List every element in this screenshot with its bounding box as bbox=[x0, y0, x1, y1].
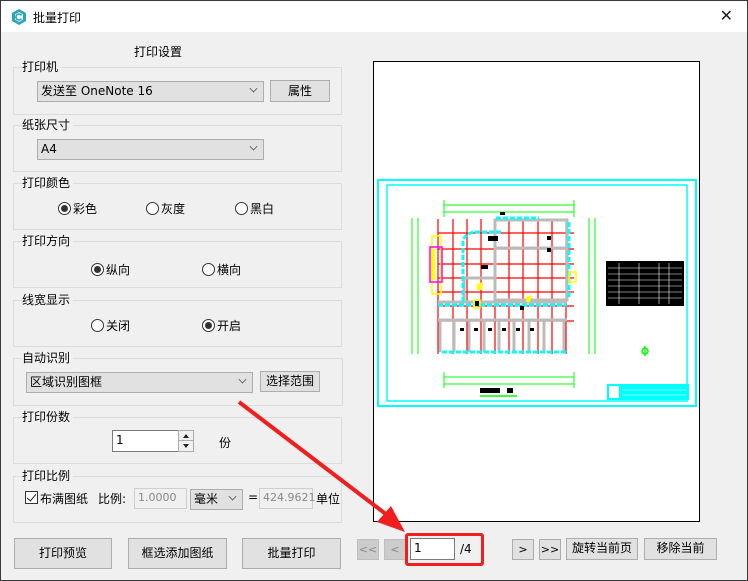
radio-selected-icon bbox=[58, 202, 71, 215]
copies-unit: 份 bbox=[219, 436, 232, 450]
copies-legend: 打印份数 bbox=[22, 409, 74, 425]
copies-group: 打印份数 bbox=[13, 409, 342, 464]
paper-size-legend: 纸张尺寸 bbox=[22, 117, 74, 133]
printer-legend: 打印机 bbox=[22, 59, 62, 75]
printer-properties-button[interactable]: 属性 bbox=[270, 80, 330, 102]
ratio-input[interactable]: 1.0000 bbox=[134, 488, 187, 509]
annotation-arrow-icon bbox=[237, 400, 405, 532]
auto-detect-select[interactable]: 区域识别图框 bbox=[26, 372, 253, 393]
page-total: /4 bbox=[460, 542, 472, 556]
scale-legend: 打印比例 bbox=[22, 468, 74, 484]
chevron-down-icon bbox=[238, 375, 247, 384]
radio-selected-icon bbox=[202, 319, 215, 332]
fit-paper-checkbox[interactable] bbox=[25, 491, 38, 504]
units-label: 单位 bbox=[316, 492, 341, 506]
batch-print-button[interactable]: 批量打印 bbox=[242, 538, 341, 569]
line-width-group: 线宽显示 bbox=[13, 292, 342, 347]
paper-size-selected-value: A4 bbox=[41, 142, 57, 156]
auto-detect-selected-value: 区域识别图框 bbox=[30, 375, 103, 389]
print-color-legend: 打印颜色 bbox=[22, 175, 74, 191]
rotate-current-page-button[interactable]: 旋转当前页 bbox=[566, 538, 638, 560]
radio-black-white-label: 黑白 bbox=[250, 202, 275, 216]
radio-selected-icon bbox=[91, 263, 104, 276]
equals-sign: = bbox=[248, 490, 259, 504]
print-settings-heading: 打印设置 bbox=[134, 45, 183, 59]
prev-page-button[interactable]: < bbox=[384, 539, 406, 560]
radio-portrait[interactable]: 纵向 bbox=[91, 261, 130, 278]
orientation-group: 打印方向 bbox=[13, 233, 342, 288]
paper-size-select[interactable]: A4 bbox=[37, 139, 264, 160]
next-page-button[interactable]: > bbox=[512, 539, 534, 560]
arrow-up-icon bbox=[183, 434, 189, 438]
ratio-label: 比例: bbox=[98, 492, 127, 506]
orientation-legend: 打印方向 bbox=[22, 233, 74, 249]
auto-detect-legend: 自动识别 bbox=[22, 350, 74, 366]
radio-unselected-icon bbox=[235, 202, 248, 215]
radio-color[interactable]: 彩色 bbox=[58, 200, 97, 217]
window-title: 批量打印 bbox=[33, 11, 82, 25]
radio-line-width-on-label: 开启 bbox=[217, 319, 242, 333]
chevron-down-icon bbox=[249, 142, 258, 151]
paper-size-group: 纸张尺寸 bbox=[13, 117, 342, 172]
select-range-button[interactable]: 选择范围 bbox=[260, 371, 320, 392]
page-number-input[interactable]: 1 bbox=[410, 538, 455, 560]
first-page-button[interactable]: << bbox=[357, 539, 379, 560]
printer-group: 打印机 bbox=[13, 59, 342, 115]
radio-unselected-icon bbox=[91, 319, 104, 332]
radio-landscape[interactable]: 横向 bbox=[202, 261, 241, 278]
radio-black-white[interactable]: 黑白 bbox=[235, 200, 274, 217]
radio-color-label: 彩色 bbox=[73, 202, 98, 216]
box-add-drawing-button[interactable]: 框选添加图纸 bbox=[128, 538, 227, 569]
arrow-down-icon bbox=[183, 444, 189, 448]
unit-selected-value: 毫米 bbox=[194, 492, 219, 506]
close-icon[interactable]: ✕ bbox=[719, 6, 733, 25]
radio-line-width-off-label: 关闭 bbox=[106, 319, 131, 333]
app-logo-icon bbox=[12, 9, 26, 25]
last-page-button[interactable]: >> bbox=[539, 539, 561, 560]
title-bar: 批量打印 ✕ bbox=[1, 1, 747, 32]
print-preview-button[interactable]: 打印预览 bbox=[14, 538, 112, 569]
radio-line-width-on[interactable]: 开启 bbox=[202, 317, 241, 334]
radio-line-width-off[interactable]: 关闭 bbox=[91, 317, 130, 334]
stepper-up-button[interactable] bbox=[179, 431, 193, 441]
line-width-legend: 线宽显示 bbox=[22, 292, 74, 308]
radio-grayscale[interactable]: 灰度 bbox=[146, 200, 185, 217]
printer-selected-value: 发送至 OneNote 16 bbox=[41, 84, 153, 98]
copies-input[interactable]: 1 bbox=[112, 430, 179, 452]
scale-group: 打印比例 bbox=[13, 468, 342, 523]
remove-current-button[interactable]: 移除当前 bbox=[644, 538, 717, 560]
annotation-highlight-box bbox=[405, 533, 484, 566]
printer-select[interactable]: 发送至 OneNote 16 bbox=[37, 81, 264, 102]
print-color-group: 打印颜色 bbox=[13, 175, 342, 230]
auto-detect-group: 自动识别 bbox=[13, 350, 343, 406]
radio-landscape-label: 横向 bbox=[217, 263, 242, 277]
chevron-down-icon bbox=[249, 84, 258, 93]
copies-stepper[interactable] bbox=[178, 430, 194, 452]
radio-portrait-label: 纵向 bbox=[106, 263, 131, 277]
fit-paper-label: 布满图纸 bbox=[40, 492, 89, 506]
radio-unselected-icon bbox=[202, 263, 215, 276]
stepper-down-button[interactable] bbox=[179, 441, 193, 451]
cad-drawing-preview bbox=[377, 179, 697, 407]
print-preview-page bbox=[373, 61, 700, 522]
radio-grayscale-label: 灰度 bbox=[161, 202, 186, 216]
radio-unselected-icon bbox=[146, 202, 159, 215]
units-value-input[interactable]: 424.9621 bbox=[259, 488, 316, 509]
unit-select[interactable]: 毫米 bbox=[190, 489, 243, 510]
